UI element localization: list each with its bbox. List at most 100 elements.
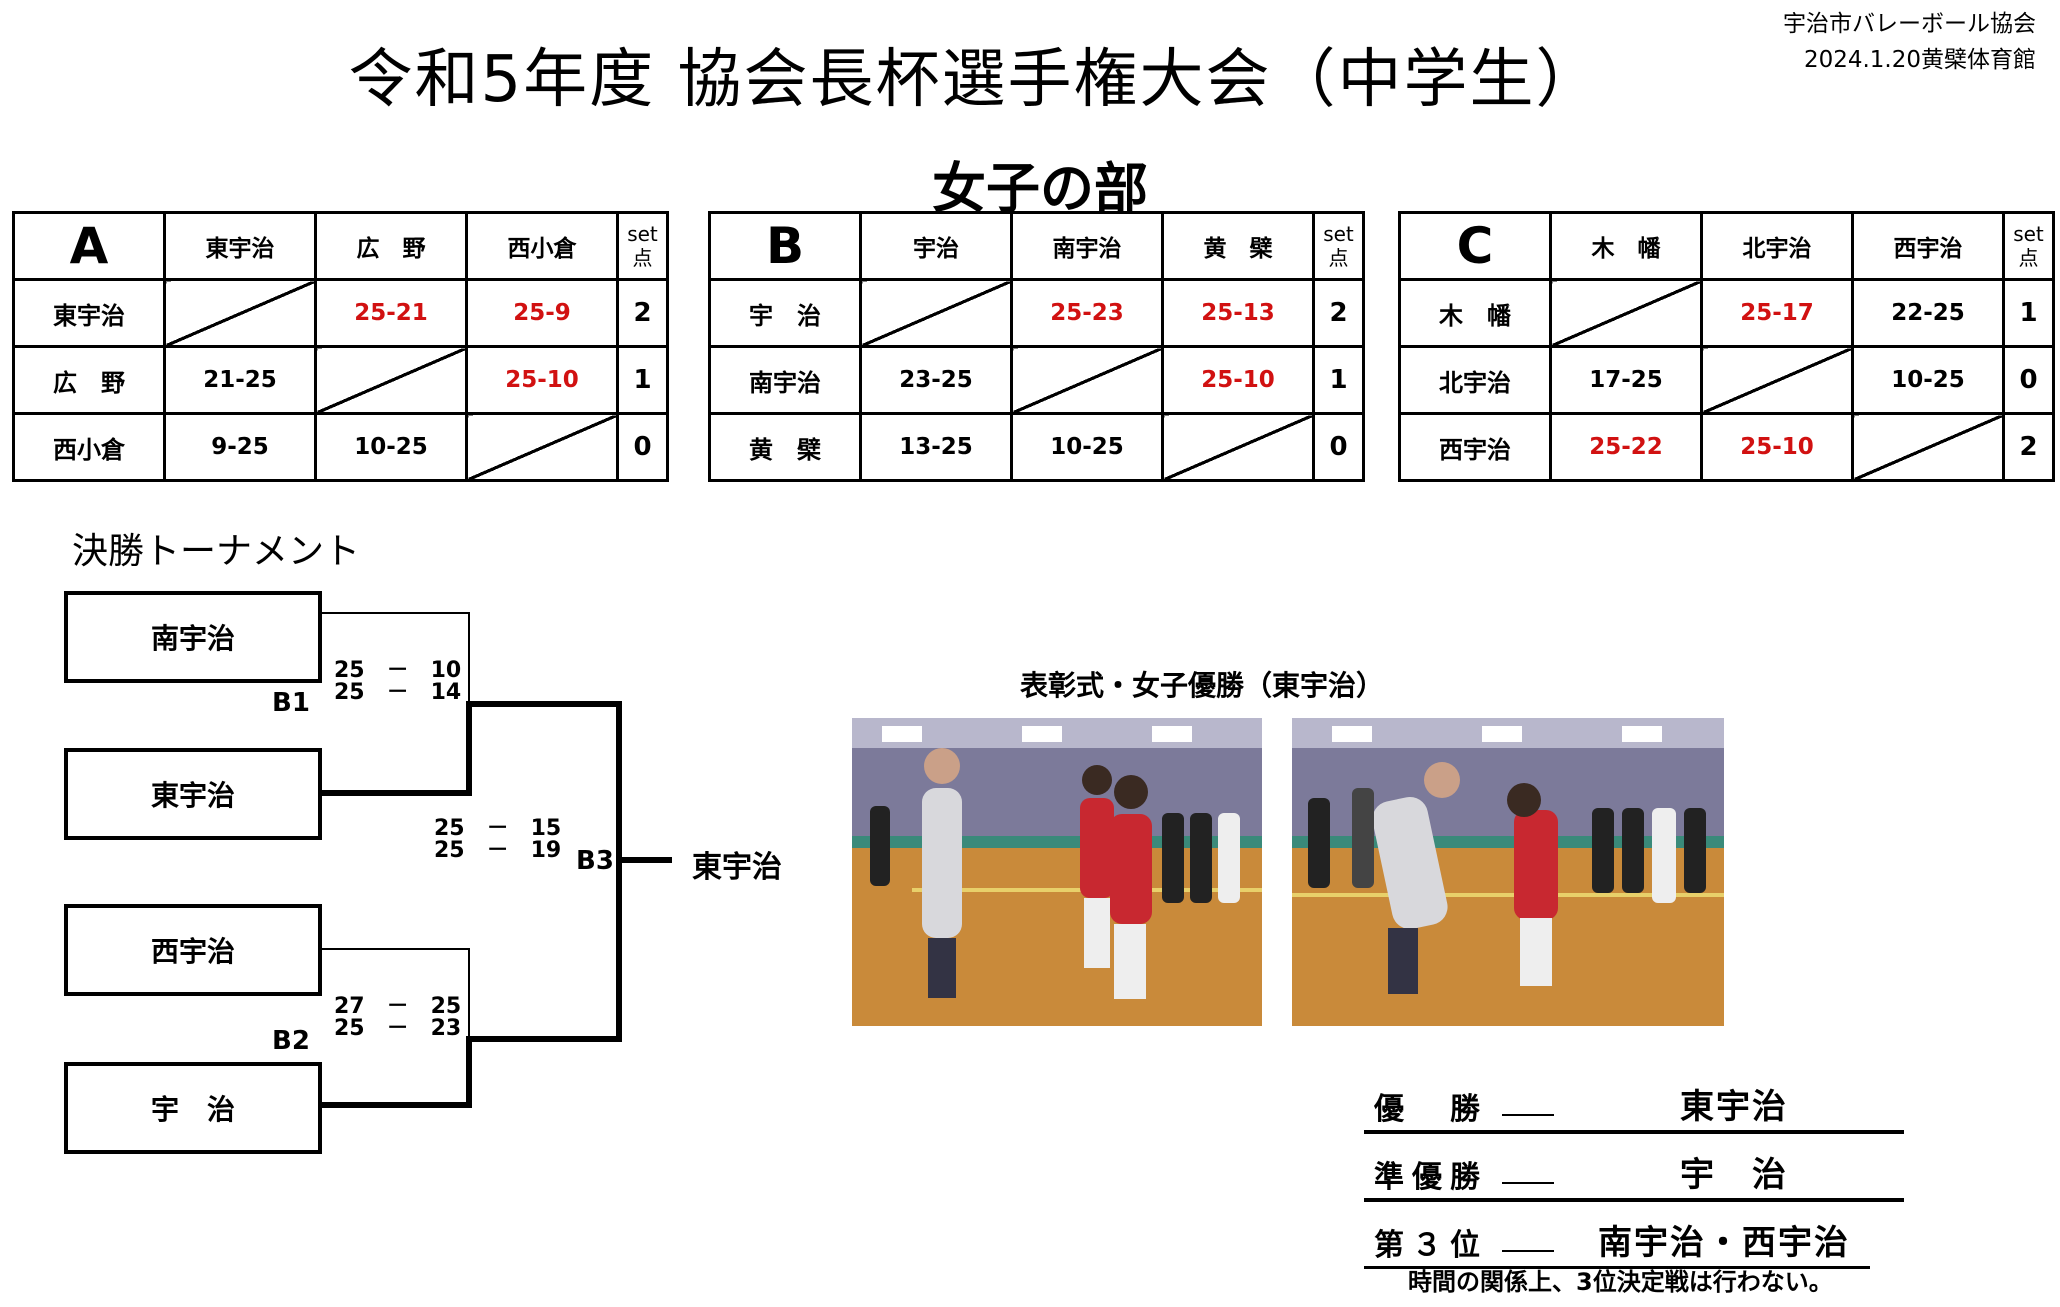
diagonal-cell — [859, 278, 1013, 348]
score-cell: 25-10 — [1161, 345, 1315, 415]
result-label: 準優勝 — [1374, 1160, 1488, 1195]
section-title: 女子の部 — [932, 157, 1148, 220]
row-team: 南宇治 — [708, 345, 862, 415]
result-row: 第３位 南宇治・西宇治 — [1364, 1218, 1870, 1269]
score-cell: 25-22 — [1549, 412, 1703, 482]
pool-label: A — [12, 211, 166, 281]
b1-score-set1: 25 － 10 — [334, 658, 462, 683]
col-header: 南宇治 — [1010, 211, 1164, 281]
points-cell: 2 — [2002, 412, 2055, 482]
bracket-line — [468, 948, 470, 1040]
score-cell: 10-25 — [1010, 412, 1164, 482]
bracket-champion: 東宇治 — [692, 850, 782, 885]
row-team: 黄 檗 — [708, 412, 862, 482]
bracket-team-3: 西宇治 — [64, 904, 322, 996]
bracket-line — [466, 1036, 622, 1042]
diagonal-cell — [1549, 278, 1703, 348]
row-team: 木 幡 — [1398, 278, 1552, 348]
b3-score-set2: 25 － 19 — [434, 838, 562, 863]
award-photo-1 — [852, 718, 1262, 1026]
score-cell: 25-23 — [1010, 278, 1164, 348]
col-header: 西宇治 — [1851, 211, 2005, 281]
score-cell: 25-13 — [1161, 278, 1315, 348]
diagonal-cell — [314, 345, 468, 415]
result-row: 優 勝 東宇治 — [1364, 1082, 1904, 1134]
points-cell: 0 — [616, 412, 669, 482]
third-place-note: 時間の関係上、3位決定戦は行わない。 — [1408, 1268, 1833, 1296]
col-header: 宇治 — [859, 211, 1013, 281]
points-cell: 0 — [1312, 412, 1365, 482]
bracket-team-2: 東宇治 — [64, 748, 322, 840]
diagonal-cell — [1161, 412, 1315, 482]
organizer-info: 宇治市バレーボール協会 2024.1.20黄檗体育館 — [1783, 6, 2036, 78]
score-cell: 22-25 — [1851, 278, 2005, 348]
b2-score-set2: 25 － 23 — [334, 1016, 462, 1041]
bracket-line — [466, 1036, 472, 1106]
diagonal-cell — [465, 412, 619, 482]
points-cell: 1 — [1312, 345, 1365, 415]
score-cell: 9-25 — [163, 412, 317, 482]
bracket-line — [466, 701, 472, 796]
b3-score-set1: 25 － 15 — [434, 816, 562, 841]
score-cell: 21-25 — [163, 345, 317, 415]
points-cell: 0 — [2002, 345, 2055, 415]
score-cell: 13-25 — [859, 412, 1013, 482]
points-cell: 2 — [1312, 278, 1365, 348]
result-label: 優 勝 — [1374, 1092, 1488, 1127]
row-team: 北宇治 — [1398, 345, 1552, 415]
points-cell: 1 — [2002, 278, 2055, 348]
row-team: 東宇治 — [12, 278, 166, 348]
result-team: 南宇治・西宇治 — [1598, 1223, 1850, 1263]
row-team: 宇 治 — [708, 278, 862, 348]
row-team: 広 野 — [12, 345, 166, 415]
b3-label: B3 — [576, 846, 614, 876]
bracket-team-4: 宇 治 — [64, 1062, 322, 1154]
score-cell: 25-10 — [1700, 412, 1854, 482]
score-cell: 23-25 — [859, 345, 1013, 415]
col-header: 東宇治 — [163, 211, 317, 281]
col-header: 北宇治 — [1700, 211, 1854, 281]
date-venue: 2024.1.20黄檗体育館 — [1803, 47, 2036, 73]
organizer-name: 宇治市バレーボール協会 — [1783, 11, 2036, 37]
col-header: 広 野 — [314, 211, 468, 281]
score-cell: 10-25 — [314, 412, 468, 482]
bracket-line — [616, 701, 622, 1042]
score-cell: 25-17 — [1700, 278, 1854, 348]
bracket-line — [318, 790, 470, 796]
row-team: 西宇治 — [1398, 412, 1552, 482]
result-team: 宇 治 — [1680, 1155, 1788, 1195]
result-dash — [1502, 1182, 1554, 1184]
bracket-line — [318, 948, 470, 950]
score-cell: 25-21 — [314, 278, 468, 348]
diagonal-cell — [1010, 345, 1164, 415]
diagonal-cell — [1851, 412, 2005, 482]
photo-caption: 表彰式・女子優勝（東宇治） — [1020, 669, 1385, 702]
score-cell: 25-10 — [465, 345, 619, 415]
bracket-line — [616, 857, 672, 863]
score-cell: 10-25 — [1851, 345, 2005, 415]
col-header: 木 幡 — [1549, 211, 1703, 281]
bracket-line — [318, 1102, 472, 1108]
b1-label: B1 — [272, 688, 310, 718]
b2-label: B2 — [272, 1026, 310, 1056]
pool-label: C — [1398, 211, 1552, 281]
score-cell: 17-25 — [1549, 345, 1703, 415]
pool-label: B — [708, 211, 862, 281]
result-label: 第３位 — [1374, 1228, 1488, 1263]
result-dash — [1502, 1250, 1554, 1252]
b1-score-set2: 25 － 14 — [334, 680, 462, 705]
bracket-team-1: 南宇治 — [64, 591, 322, 683]
diagonal-cell — [1700, 345, 1854, 415]
bracket-line — [466, 701, 622, 707]
result-dash — [1502, 1114, 1554, 1116]
row-team: 西小倉 — [12, 412, 166, 482]
page-title: 令和5年度 協会長杯選手権大会（中学生） — [348, 43, 1602, 117]
points-cell: 1 — [616, 345, 669, 415]
col-header: 西小倉 — [465, 211, 619, 281]
result-row: 準優勝 宇 治 — [1364, 1150, 1904, 1202]
